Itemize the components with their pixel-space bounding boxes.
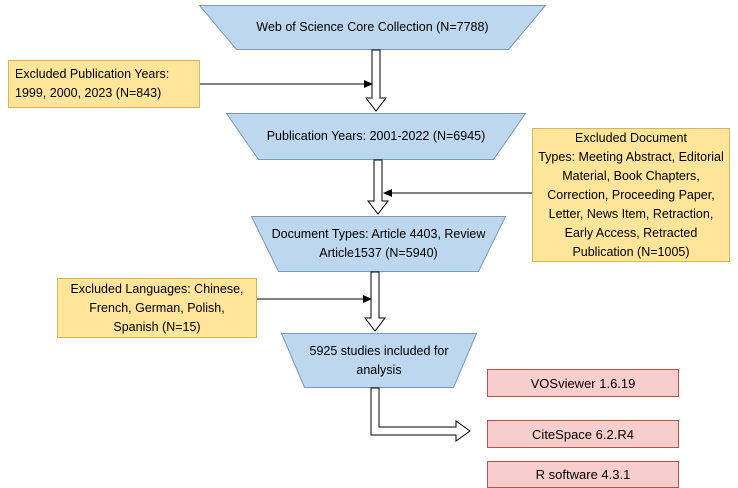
funnel-wos-shape (199, 5, 546, 50)
funnel-document-types-label: Document Types: Article 4403, Review Art… (271, 227, 486, 260)
box-r-software: R software 4.3.1 (487, 461, 679, 488)
funnel-document-types-shape (251, 216, 506, 272)
arrow-excluded-languages (257, 295, 372, 303)
funnel-included-studies: 5925 studies included for analysis (281, 333, 477, 388)
funnel-publication-years-label: Publication Years: 2001-2022 (N=6945) (266, 129, 486, 143)
arrow-publication-years-to-document-types (366, 159, 390, 215)
funnel-publication-years: Publication Years: 2001-2022 (N=6945) (226, 113, 526, 160)
funnel-wos-label: Web of Science Core Collection (N=7788) (256, 20, 489, 34)
funnel-wos: Web of Science Core Collection (N=7788) (199, 5, 546, 50)
arrow-excluded-publication-years (200, 80, 373, 88)
box-vosviewer: VOSviewer 1.6.19 (487, 369, 679, 397)
box-excluded-publication-years: Excluded Publication Years: 1999, 2000, … (8, 60, 200, 108)
box-excluded-languages: Excluded Languages: Chinese, French, Ger… (57, 278, 257, 338)
funnel-document-types: Document Types: Article 4403, Review Art… (251, 216, 506, 272)
arrow-excluded-document-types (383, 189, 532, 197)
box-citespace: CiteSpace 6.2.R4 (487, 420, 679, 448)
arrow-document-types-to-included (363, 271, 387, 332)
funnel-publication-years-shape (226, 113, 526, 160)
arrow-wos-to-publication-years (364, 49, 388, 112)
box-excluded-document-types: Excluded Document Types: Meeting Abstrac… (532, 128, 730, 262)
arrow-included-to-tools (370, 387, 471, 442)
funnel-included-studies-label: 5925 studies included for analysis (309, 343, 449, 377)
